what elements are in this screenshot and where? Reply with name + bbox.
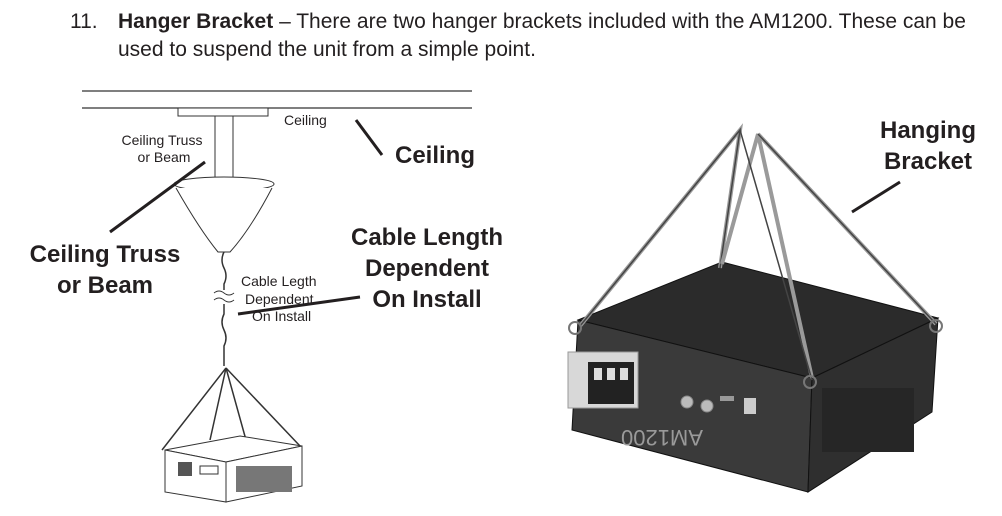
item-body: Hanger Bracket – There are two hanger br… bbox=[118, 8, 988, 64]
truss-beam bbox=[214, 115, 234, 179]
left-figure: Ceiling Ceiling Truss or Beam Cable Legt… bbox=[30, 90, 503, 503]
connector-pin-2 bbox=[607, 368, 615, 380]
hook-right bbox=[929, 319, 943, 333]
hook-front bbox=[803, 375, 817, 389]
wire-front-right bbox=[225, 367, 301, 447]
callout-bracket-2: Bracket bbox=[884, 148, 972, 175]
wire-back-right bbox=[225, 367, 247, 441]
callout-cable-3: On Install bbox=[372, 286, 481, 313]
small-label-cable-1: Cable Legth bbox=[241, 273, 317, 289]
item-text: There are two hanger brackets included w… bbox=[118, 10, 966, 61]
small-label-truss-2: or Beam bbox=[138, 149, 191, 165]
right-figure: AM1200 Hanging Bracket bbox=[567, 117, 976, 493]
item-number: 11. bbox=[70, 10, 98, 33]
led-indicator bbox=[720, 396, 734, 401]
dip-switch bbox=[744, 398, 756, 414]
leader-bracket bbox=[851, 180, 901, 214]
small-unit-vent bbox=[236, 466, 292, 492]
callout-truss-2: or Beam bbox=[57, 272, 153, 299]
callout-bracket-1: Hanging bbox=[880, 117, 976, 144]
leader-truss bbox=[109, 160, 206, 234]
connector-pin-1 bbox=[594, 368, 602, 380]
side-vent bbox=[822, 388, 914, 452]
bracket-right-b-edge bbox=[757, 133, 937, 325]
callout-cable-2: Dependent bbox=[365, 255, 489, 282]
leader-ceiling bbox=[354, 119, 384, 156]
connector-pin-3 bbox=[620, 368, 628, 380]
small-label-cable-2: Dependent bbox=[245, 291, 314, 307]
wire-back-left bbox=[209, 367, 227, 441]
small-label-cable-3: On Install bbox=[252, 308, 311, 324]
callout-ceiling: Ceiling bbox=[395, 142, 475, 169]
small-unit-connector bbox=[178, 462, 192, 476]
knob-1 bbox=[680, 395, 694, 409]
device-label: AM1200 bbox=[621, 425, 703, 450]
small-label-truss-1: Ceiling Truss bbox=[122, 132, 203, 148]
cable-upper bbox=[221, 251, 227, 290]
bracket-left-b bbox=[739, 129, 813, 381]
cable-break-2 bbox=[213, 297, 235, 303]
truss-plate bbox=[177, 107, 269, 117]
hook-left bbox=[568, 321, 582, 335]
callout-truss-1: Ceiling Truss bbox=[30, 241, 181, 268]
leader-cable bbox=[237, 295, 361, 316]
small-label-ceiling: Ceiling bbox=[284, 112, 327, 128]
item-term: Hanger Bracket bbox=[118, 10, 274, 33]
small-unit-panel bbox=[199, 465, 219, 475]
item-separator: – bbox=[273, 10, 297, 33]
strap-funnel bbox=[175, 187, 273, 253]
wire-front-left bbox=[161, 367, 227, 451]
knob-2 bbox=[700, 399, 714, 413]
cable-break-1 bbox=[213, 290, 235, 296]
cable-lower bbox=[221, 304, 227, 366]
callout-cable-1: Cable Length bbox=[351, 224, 503, 251]
